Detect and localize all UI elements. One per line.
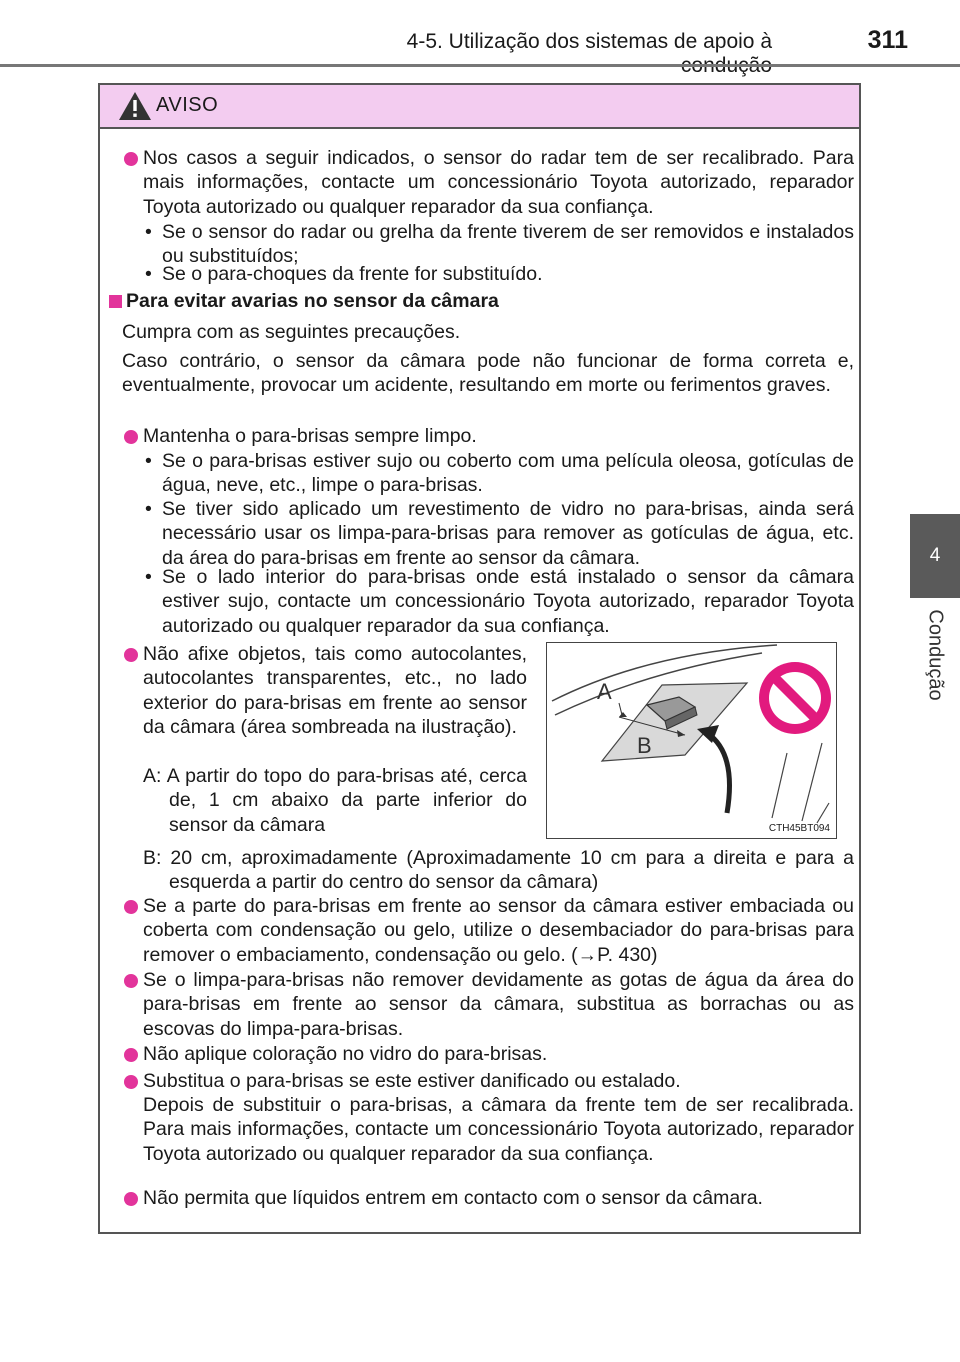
- sub-bullet: •: [145, 263, 152, 285]
- paragraph-wiper-blades: Se o limpa-para-brisas não remover devid…: [143, 969, 854, 1040]
- section-square: [109, 295, 122, 308]
- sub-bullet: •: [145, 221, 152, 243]
- paragraph-no-liquids: Não permita que líquidos entrem em conta…: [143, 1187, 763, 1209]
- sub-bullet: •: [145, 566, 152, 588]
- bullet-dot: [124, 648, 138, 662]
- paragraph-defogger: Se a parte do para-brisas em frente ao s…: [143, 895, 854, 966]
- note-b: B: 20 cm, aproximadamente (Aproximadamen…: [143, 847, 854, 894]
- paragraph-radar-recalibration: Nos casos a seguir indicados, o sensor d…: [143, 147, 854, 218]
- intro-consequence-text: Caso contrário, o sensor da câmara pode …: [122, 350, 854, 397]
- paragraph-recalibrate-camera: Depois de substituir o para-brisas, a câ…: [143, 1094, 854, 1165]
- paragraph-no-stickers: Não afixe objetos, tais como autocolante…: [143, 643, 527, 738]
- bullet-dot: [124, 430, 138, 444]
- note-a: A: A partir do topo do para-brisas até, …: [143, 765, 527, 836]
- sub-item-glass-coating: Se tiver sido aplicado um revestimento d…: [162, 498, 854, 569]
- warning-header: AVISO: [100, 85, 859, 129]
- paragraph-replace-windshield: Substitua o para-brisas se este estiver …: [143, 1070, 681, 1092]
- paragraph-keep-clean: Mantenha o para-brisas sempre limpo.: [143, 425, 477, 447]
- bullet-dot: [124, 1075, 138, 1089]
- illustration: A B CTH45BT094: [546, 642, 837, 839]
- chapter-tab: 4: [910, 514, 960, 598]
- sub-bullet: •: [145, 450, 152, 472]
- windshield-camera-illustration: A B: [551, 644, 831, 824]
- intro-text: Cumpra com as seguintes precauções.: [122, 321, 461, 343]
- section-heading: Para evitar avarias no sensor da câmara: [126, 290, 499, 312]
- bullet-dot: [124, 152, 138, 166]
- header-rule: [0, 64, 960, 67]
- warning-triangle-icon: [119, 92, 151, 120]
- bullet-dot: [124, 1192, 138, 1206]
- page-number: 311: [867, 26, 908, 54]
- sub-item-bumper-replaced: Se o para-choques da frente for substitu…: [162, 263, 543, 285]
- bullet-dot: [124, 974, 138, 988]
- sub-item-radar-removed: Se o sensor do radar ou grelha da frente…: [162, 221, 854, 268]
- sub-item-interior-dirty: Se o lado interior do para-brisas onde e…: [162, 566, 854, 637]
- sub-bullet: •: [145, 498, 152, 520]
- illustration-label-a: A: [597, 679, 612, 704]
- sub-item-dirty-windshield: Se o para-brisas estiver sujo ou coberto…: [162, 450, 854, 497]
- bullet-dot: [124, 900, 138, 914]
- illustration-code: CTH45BT094: [768, 823, 830, 834]
- warning-title: AVISO: [156, 94, 219, 116]
- bullet-dot: [124, 1048, 138, 1062]
- paragraph-no-tint: Não aplique coloração no vidro do para-b…: [143, 1043, 548, 1065]
- illustration-label-b: B: [637, 733, 652, 758]
- page-header-title: 4-5. Utilização dos sistemas de apoio à …: [406, 30, 772, 77]
- chapter-tab-label: Condução: [924, 609, 947, 701]
- warning-box: AVISO: [98, 83, 861, 1234]
